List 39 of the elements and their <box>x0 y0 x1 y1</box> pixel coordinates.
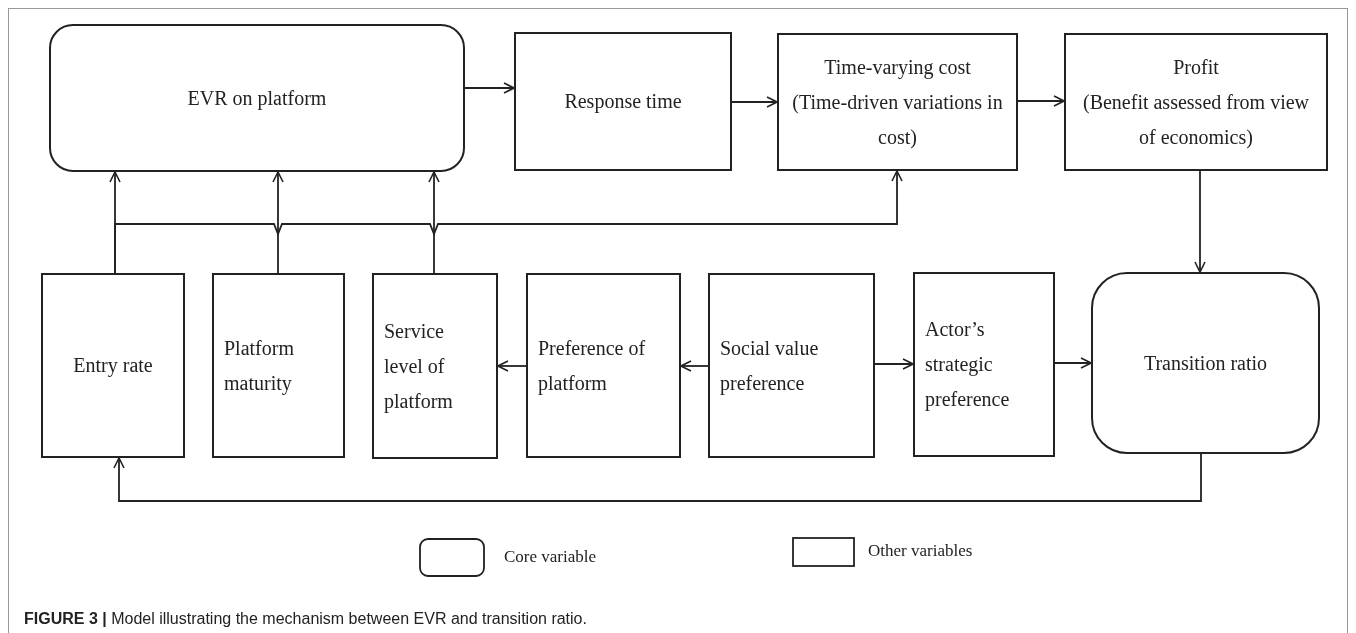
node-label: Actor’s strategic preference <box>925 317 1011 413</box>
variable-box <box>514 32 732 171</box>
arrow <box>464 82 515 94</box>
arrow <box>1017 95 1065 107</box>
arrow <box>272 171 284 274</box>
node-label: Response time <box>563 89 683 115</box>
node-label: Entry rate <box>72 353 154 379</box>
node-label: Profit <box>1172 54 1220 80</box>
variable-box <box>1064 33 1328 171</box>
core-variable-box <box>1091 272 1320 454</box>
arrow <box>114 170 903 274</box>
variable-box <box>777 33 1018 171</box>
legend-label: Core variable <box>504 546 597 567</box>
node-label: Preference of platform <box>538 335 647 397</box>
variable-box <box>913 272 1055 457</box>
node-label: Platform maturity <box>224 335 295 397</box>
variable-box <box>526 273 681 458</box>
node-description: (Benefit assessed from view of economics) <box>1081 89 1310 151</box>
arrow <box>428 171 440 274</box>
node-description: (Time-driven variations in cost) <box>791 89 1004 151</box>
variable-box <box>372 273 498 459</box>
variable-box <box>41 273 185 458</box>
variable-box <box>212 273 345 458</box>
legend-label: Other variables <box>868 541 973 561</box>
arrow <box>731 96 778 108</box>
arrow <box>1054 357 1092 369</box>
arrow <box>497 360 527 372</box>
arrow <box>680 360 709 372</box>
variable-box <box>708 273 875 458</box>
arrow <box>113 453 1202 502</box>
node-label: Service level of platform <box>384 318 454 415</box>
node-label: Social value preference <box>720 335 820 397</box>
node-label: EVR on platform <box>186 85 328 112</box>
figure-caption: FIGURE 3 | Model illustrating the mechanism between EVR and transition ratio. <box>24 610 587 628</box>
arrow <box>1194 170 1206 273</box>
node-label: Time-varying cost <box>823 54 972 81</box>
core-variable-box <box>49 24 465 172</box>
node-label: Transition ratio <box>1142 350 1269 376</box>
arrow <box>874 358 914 370</box>
